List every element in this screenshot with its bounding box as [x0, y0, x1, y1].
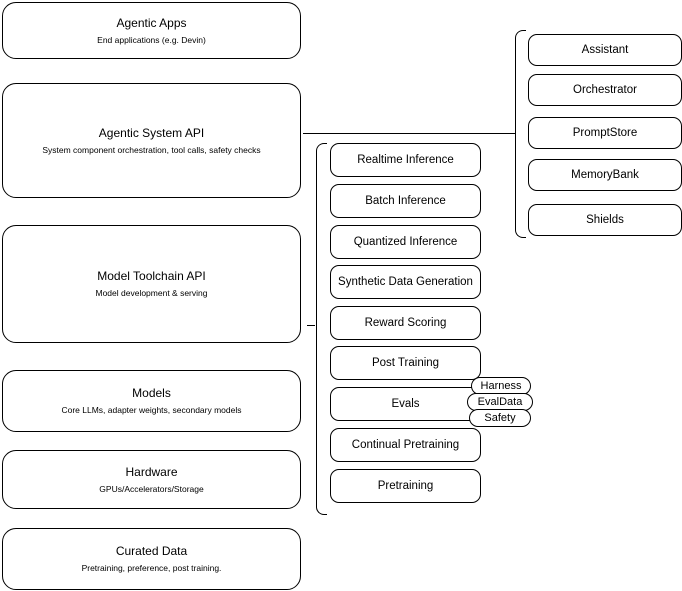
eval-subcomponent-safety[interactable]: Safety: [469, 409, 531, 427]
capability-label: Post Training: [371, 356, 440, 369]
component-label: Shields: [586, 213, 624, 226]
capability-realtime-inference[interactable]: Realtime Inference: [330, 143, 481, 177]
layer-title: Agentic System API: [98, 125, 205, 140]
layer-models[interactable]: Models Core LLMs, adapter weights, secon…: [2, 370, 301, 432]
capability-pretraining[interactable]: Pretraining: [330, 469, 481, 503]
layer-hardware[interactable]: Hardware GPUs/Accelerators/Storage: [2, 450, 301, 509]
layer-subtitle: Pretraining, preference, post training.: [81, 563, 222, 573]
capability-label: Realtime Inference: [357, 153, 454, 166]
capability-label: Continual Pretraining: [351, 438, 460, 451]
capability-label: Quantized Inference: [353, 235, 458, 248]
component-label: Orchestrator: [573, 83, 637, 96]
component-shields[interactable]: Shields: [528, 204, 682, 236]
layer-title: Model Toolchain API: [97, 269, 206, 283]
component-label: Assistant: [581, 43, 629, 56]
layer-subtitle: Model development & serving: [95, 288, 208, 298]
component-assistant[interactable]: Assistant: [528, 34, 682, 66]
layer-title: Curated Data: [115, 544, 188, 558]
capability-continual-pretraining[interactable]: Continual Pretraining: [330, 428, 481, 462]
toolchain-bracket: [316, 143, 327, 515]
layer-subtitle: GPUs/Accelerators/Storage: [99, 483, 204, 494]
capability-reward-scoring[interactable]: Reward Scoring: [330, 306, 481, 340]
component-label: PromptStore: [572, 126, 638, 139]
capability-label: Synthetic Data Generation: [338, 275, 473, 288]
eval-subcomponent-evaldata[interactable]: EvalData: [467, 393, 533, 411]
capability-label: Reward Scoring: [364, 316, 447, 329]
layer-subtitle: Core LLMs, adapter weights, secondary mo…: [61, 405, 242, 415]
capability-batch-inference[interactable]: Batch Inference: [330, 184, 481, 218]
layer-title: Hardware: [125, 464, 178, 479]
capability-evals[interactable]: Evals: [330, 387, 481, 421]
toolchain-bracket-nub: [307, 325, 315, 326]
layer-curated-data[interactable]: Curated Data Pretraining, preference, po…: [2, 528, 301, 590]
capability-synthetic-data-generation[interactable]: Synthetic Data Generation: [330, 265, 481, 299]
layer-model-toolchain-api[interactable]: Model Toolchain API Model development & …: [2, 225, 301, 343]
layer-title: Agentic Apps: [116, 15, 187, 30]
capability-quantized-inference[interactable]: Quantized Inference: [330, 225, 481, 259]
layer-title: Models: [132, 386, 171, 400]
capability-label: Evals: [391, 397, 420, 410]
components-bracket: [515, 30, 526, 238]
component-label: MemoryBank: [571, 168, 639, 181]
component-memorybank[interactable]: MemoryBank: [528, 159, 682, 191]
agentic-system-api-connector: [303, 133, 515, 134]
capability-label: Pretraining: [377, 479, 434, 492]
component-promptstore[interactable]: PromptStore: [528, 117, 682, 149]
capability-post-training[interactable]: Post Training: [330, 346, 481, 380]
capability-label: Batch Inference: [365, 194, 446, 207]
layer-agentic-apps[interactable]: Agentic Apps End applications (e.g. Devi…: [2, 2, 301, 59]
component-orchestrator[interactable]: Orchestrator: [528, 74, 682, 106]
layer-subtitle: System component orchestration, tool cal…: [42, 144, 261, 155]
layer-subtitle: End applications (e.g. Devin): [97, 34, 206, 45]
layer-agentic-system-api[interactable]: Agentic System API System component orch…: [2, 83, 301, 198]
